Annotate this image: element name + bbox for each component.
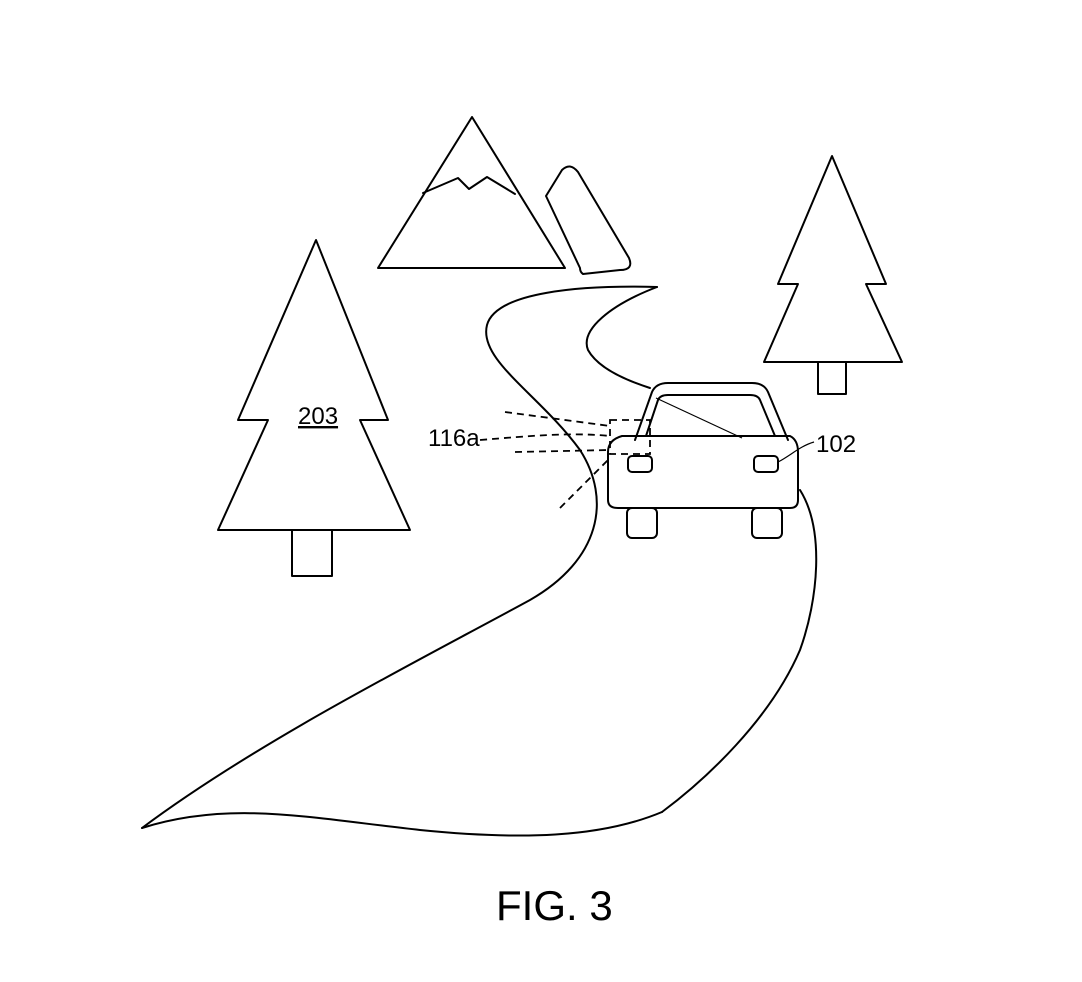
tree-203 [217,239,411,577]
vehicle-102 [607,382,799,539]
leader-line-102 [777,441,815,463]
figure-caption: FIG. 3 [496,882,613,929]
road [141,285,818,837]
mountain [377,116,566,269]
tree-right [763,155,903,395]
label-116a: 116a [428,425,480,452]
label-203: 203 [298,403,338,430]
sensor-116a [479,411,651,509]
label-102: 102 [816,431,856,458]
rock-slab [545,165,632,275]
